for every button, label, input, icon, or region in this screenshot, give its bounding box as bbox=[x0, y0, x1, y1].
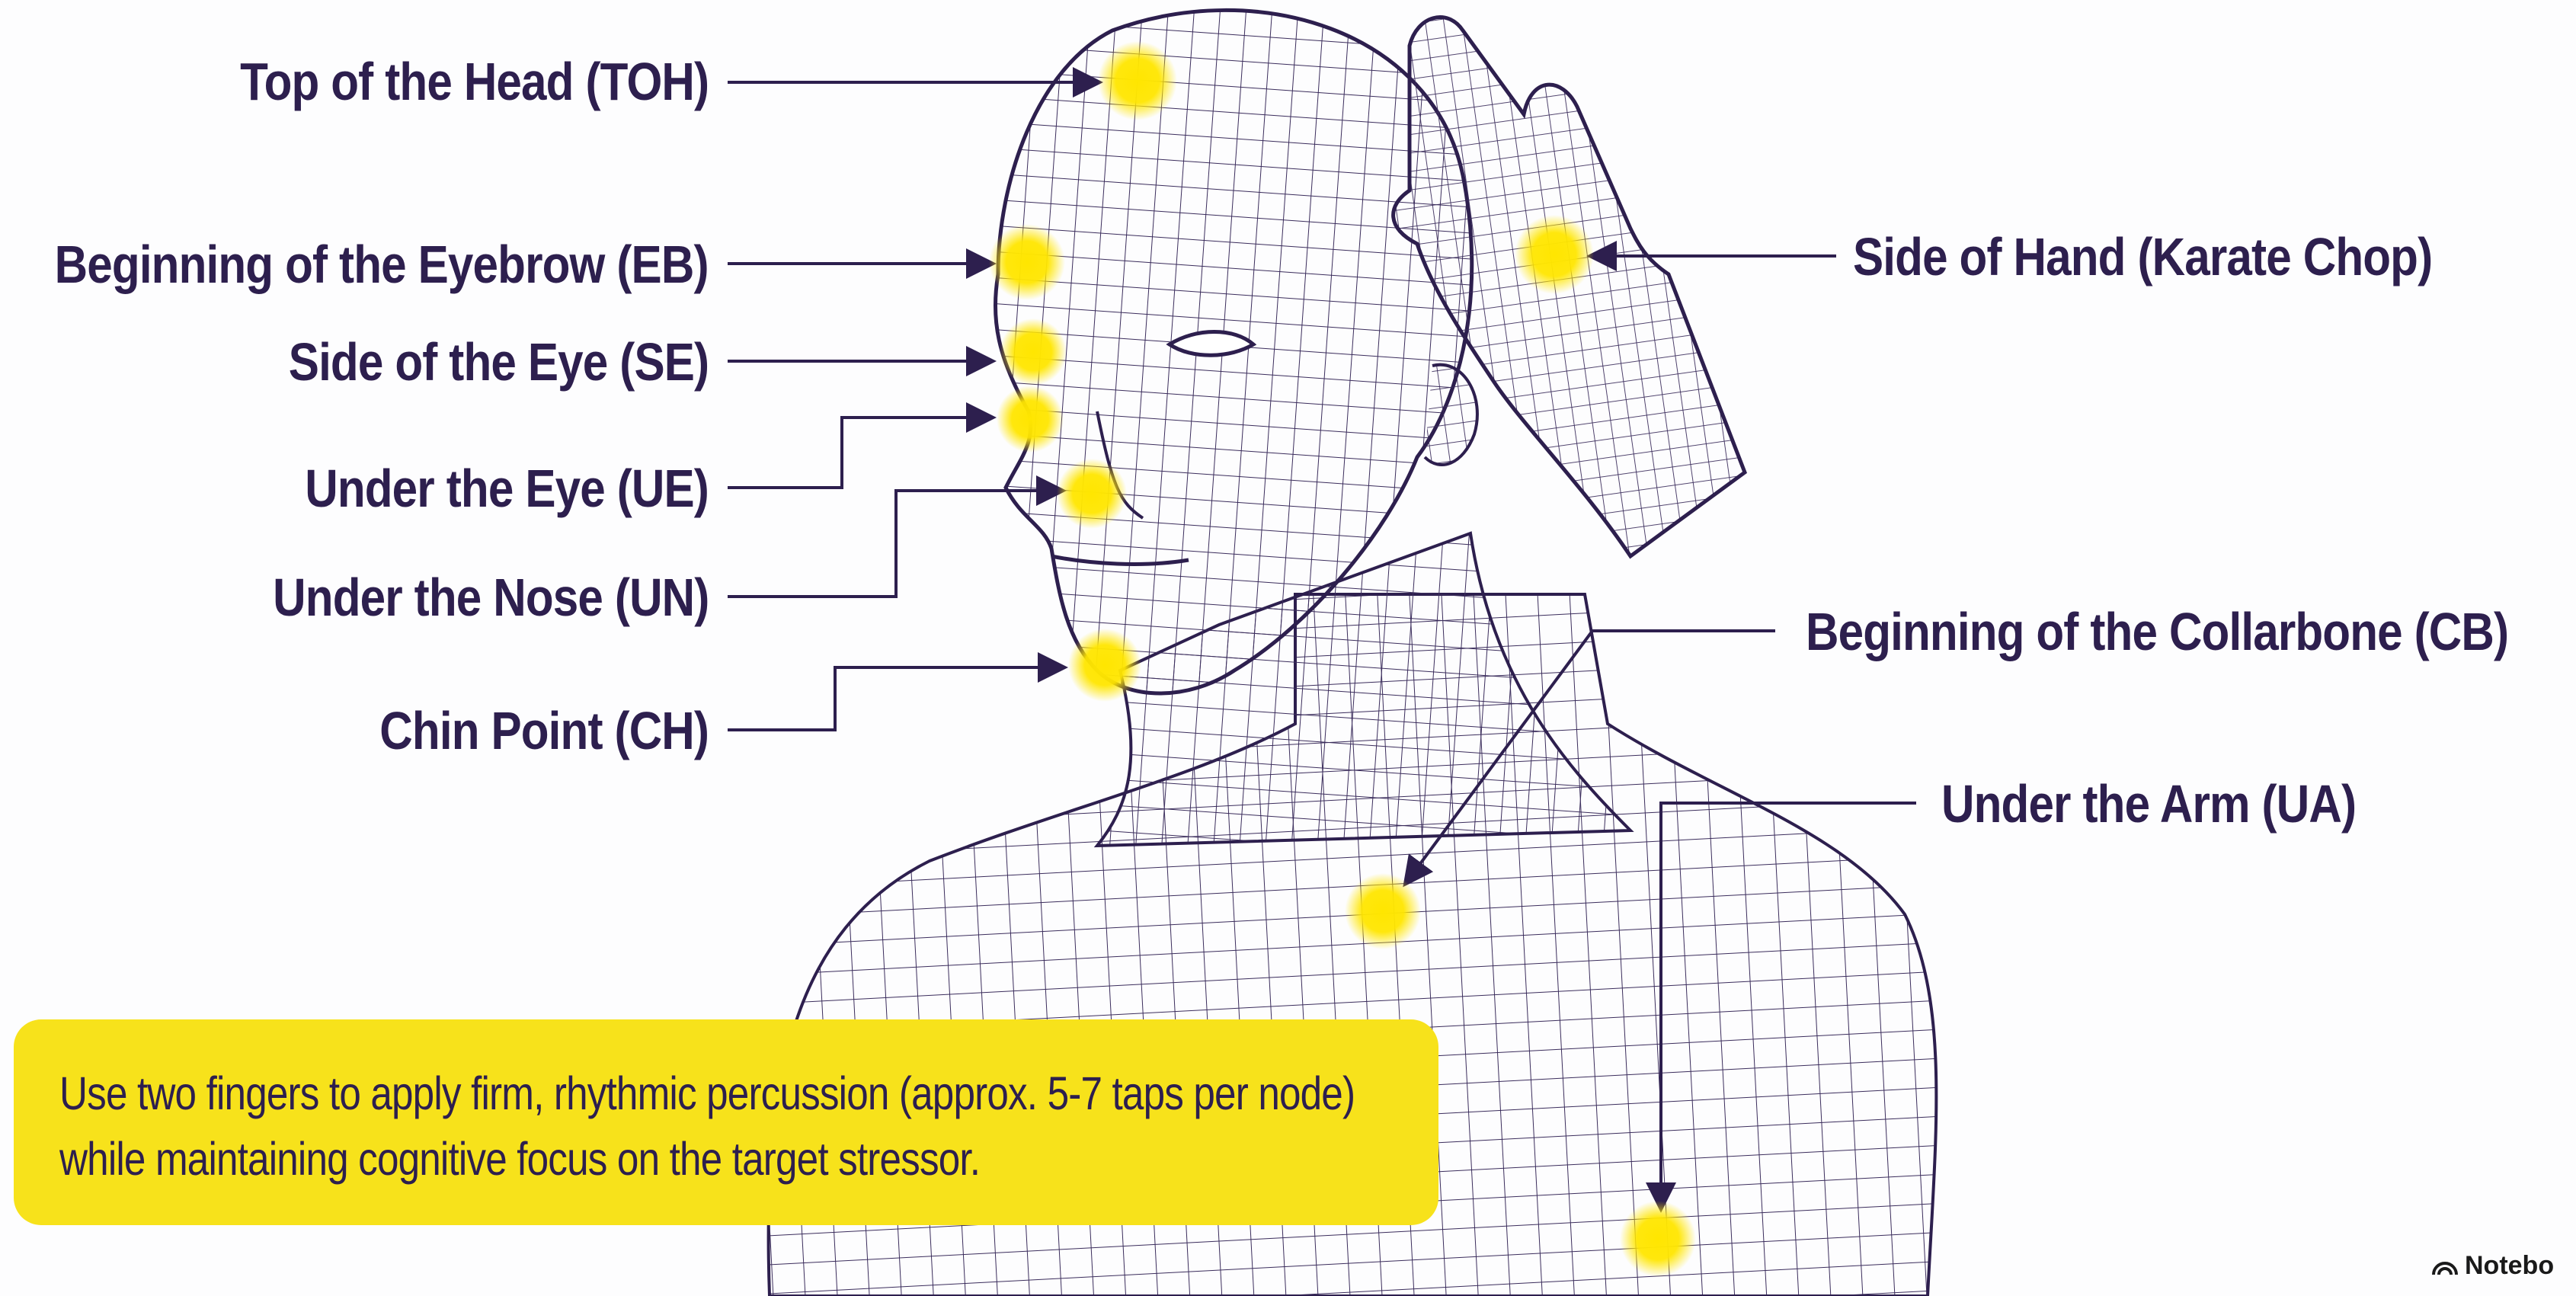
point-ua bbox=[1620, 1201, 1696, 1277]
point-un bbox=[1057, 459, 1127, 529]
point-cb bbox=[1345, 873, 1421, 949]
point-toh bbox=[1098, 41, 1177, 120]
instruction-callout: Use two fingers to apply firm, rhythmic … bbox=[14, 1019, 1438, 1225]
connector-un bbox=[728, 491, 1061, 597]
notebooklm-logo-icon bbox=[2431, 1254, 2459, 1277]
label-chin-point: Chin Point (CH) bbox=[379, 704, 709, 757]
instruction-text: Use two fingers to apply firm, rhythmic … bbox=[59, 1061, 1390, 1192]
point-eb bbox=[989, 224, 1065, 300]
label-side-of-hand: Side of Hand (Karate Chop) bbox=[1853, 230, 2432, 283]
label-under-nose: Under the Nose (UN) bbox=[273, 571, 709, 624]
point-ch bbox=[1068, 629, 1141, 702]
label-under-arm: Under the Arm (UA) bbox=[1941, 777, 2356, 830]
label-under-eye: Under the Eye (UE) bbox=[305, 462, 709, 515]
connector-ue bbox=[728, 418, 990, 488]
label-beginning-of-eyebrow: Beginning of the Eyebrow (EB) bbox=[55, 238, 709, 291]
label-side-of-eye: Side of the Eye (SE) bbox=[289, 335, 709, 389]
watermark-text: Notebo bbox=[2465, 1252, 2554, 1279]
label-beginning-of-collarbone: Beginning of the Collarbone (CB) bbox=[1806, 605, 2508, 658]
point-se bbox=[1000, 318, 1067, 386]
point-kc bbox=[1515, 215, 1594, 294]
watermark: Notebo bbox=[2431, 1252, 2576, 1279]
connector-ch bbox=[728, 667, 1062, 730]
point-ue bbox=[997, 386, 1064, 453]
label-top-of-head: Top of the Head (TOH) bbox=[240, 55, 709, 108]
